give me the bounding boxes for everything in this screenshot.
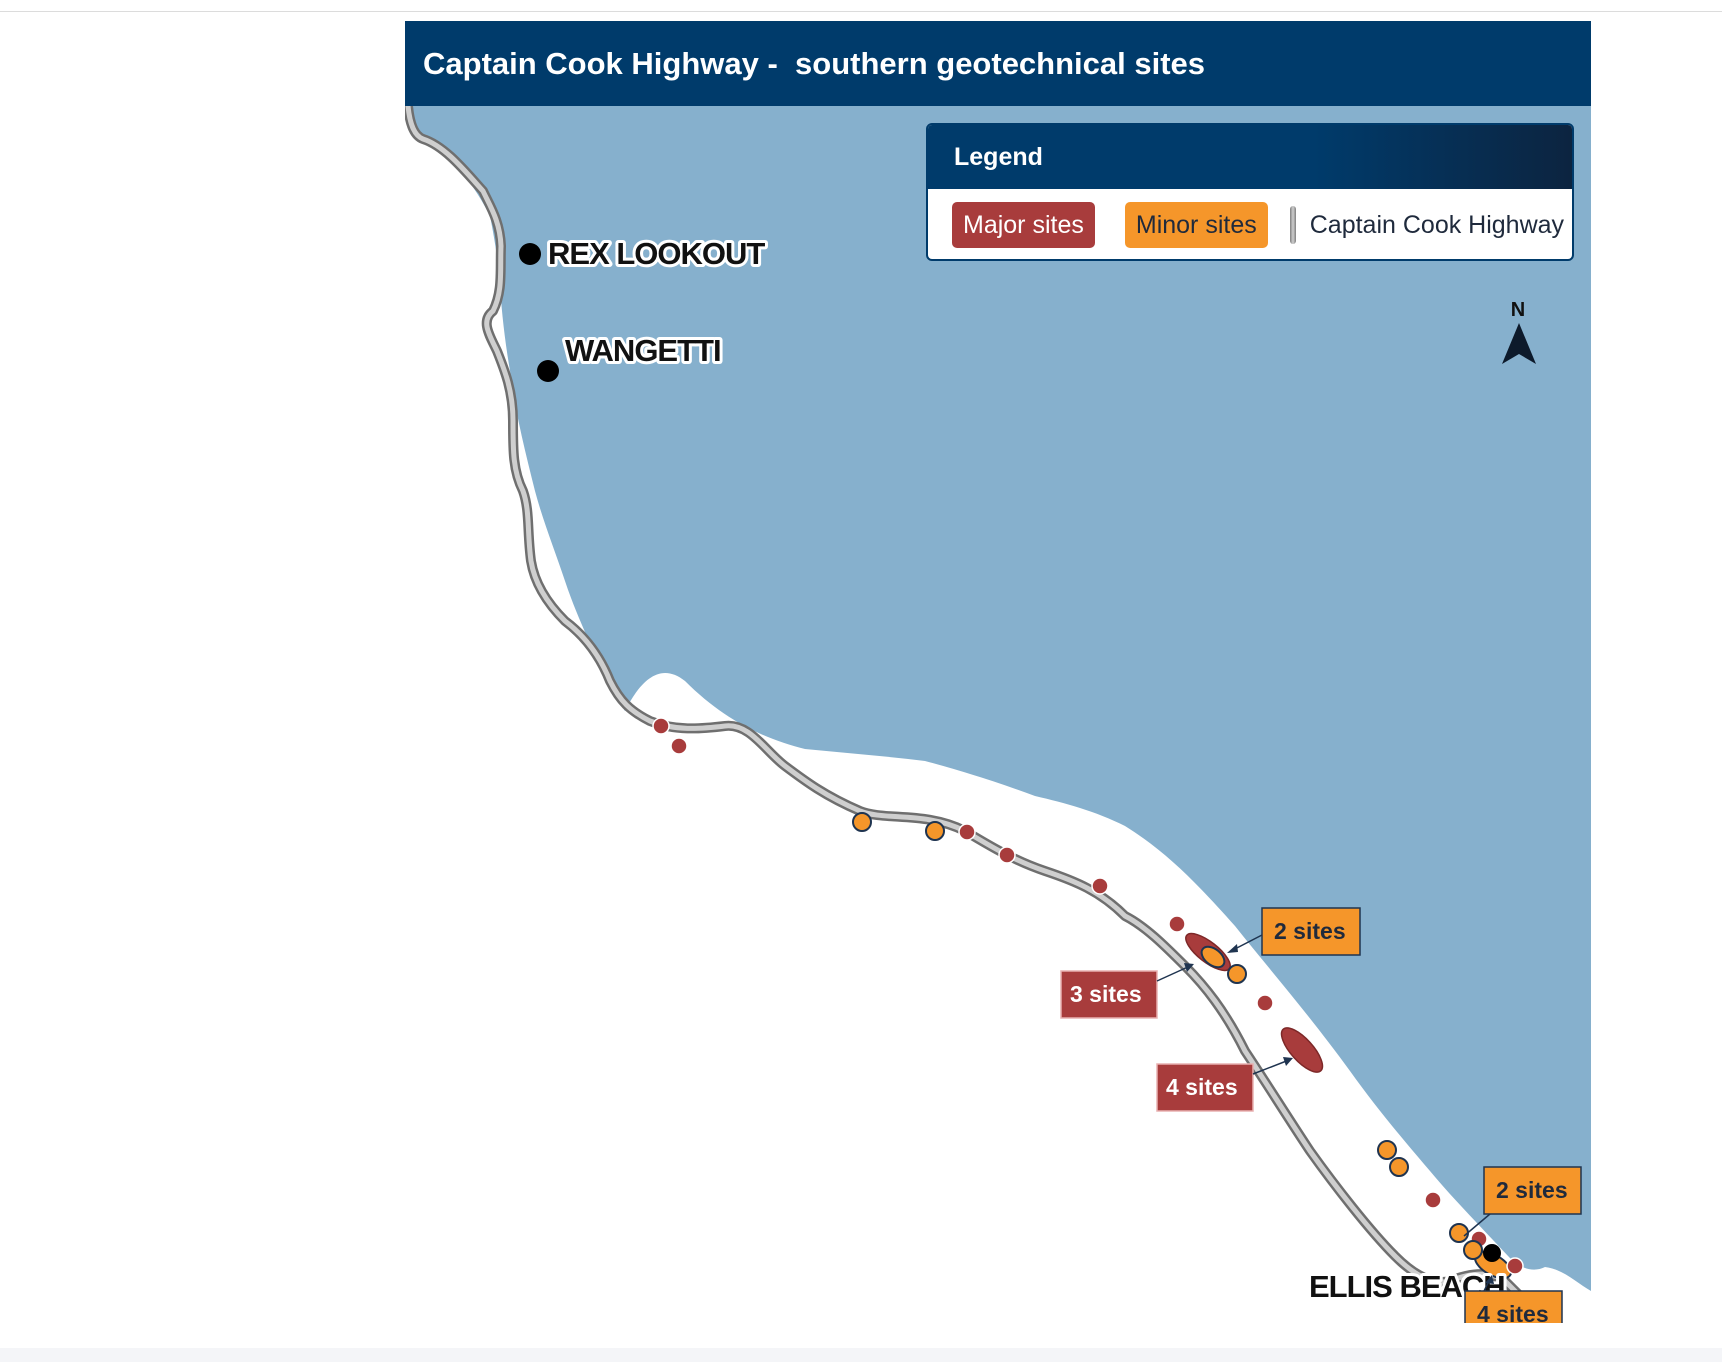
map-card: REX LOOKOUT WANGETTI ELLIS BEACH 2 sites… — [405, 21, 1591, 1323]
north-arrow-icon — [1502, 323, 1536, 364]
highway-line — [405, 103, 1548, 1323]
wangetti-marker — [537, 360, 559, 382]
minor-site[interactable] — [1463, 1240, 1483, 1260]
major-site[interactable] — [670, 737, 688, 755]
major-site[interactable] — [1168, 915, 1186, 933]
title-bar: Captain Cook Highway - southern geotechn… — [405, 21, 1591, 106]
major-sites — [652, 717, 1524, 1275]
minor-site[interactable] — [1389, 1157, 1409, 1177]
legend: Legend Major sites Minor sites Captain C… — [926, 123, 1574, 261]
svg-text:4 sites: 4 sites — [1166, 1074, 1238, 1100]
svg-text:2 sites: 2 sites — [1274, 918, 1346, 944]
minor-site[interactable] — [852, 812, 872, 832]
callout-minor-4-sites-ellis[interactable]: 4 sites — [1464, 1275, 1563, 1323]
major-site-cluster-4[interactable] — [1275, 1022, 1329, 1078]
legend-minor-sites: Minor sites — [1124, 202, 1268, 248]
minor-sites — [852, 812, 1483, 1260]
bottom-strip — [0, 1348, 1722, 1362]
minor-site[interactable] — [1227, 964, 1247, 984]
major-site[interactable] — [652, 717, 670, 735]
callout-minor-2-sites-ellis[interactable]: 2 sites — [1463, 1166, 1582, 1237]
legend-major-sites: Major sites — [952, 202, 1095, 248]
callout-major-3-sites[interactable]: 3 sites — [1060, 963, 1194, 1019]
place-label-rex-lookout: REX LOOKOUT — [548, 236, 765, 271]
minor-site[interactable] — [925, 821, 945, 841]
svg-text:3 sites: 3 sites — [1070, 981, 1142, 1007]
highway-swatch-icon — [1289, 206, 1296, 244]
place-label-wangetti: WANGETTI — [565, 333, 721, 368]
north-arrow: N — [1502, 299, 1536, 364]
legend-highway: Captain Cook Highway — [1309, 210, 1565, 239]
svg-text:4 sites: 4 sites — [1477, 1301, 1549, 1323]
rex-lookout-marker — [519, 243, 541, 265]
top-rule — [0, 0, 1722, 12]
svg-text:2 sites: 2 sites — [1496, 1177, 1568, 1203]
minor-site[interactable] — [1377, 1140, 1397, 1160]
major-site[interactable] — [1424, 1191, 1442, 1209]
sea-area — [405, 106, 1591, 1291]
map-title: Captain Cook Highway - southern geotechn… — [423, 45, 1206, 81]
legend-body: Major sites Minor sites Captain Cook Hig… — [928, 189, 1572, 259]
major-site[interactable] — [1506, 1257, 1524, 1275]
map-canvas: REX LOOKOUT WANGETTI ELLIS BEACH 2 sites… — [405, 101, 1591, 1323]
minor-site-cluster-2[interactable] — [1198, 943, 1228, 972]
ellis-beach-marker — [1483, 1244, 1501, 1262]
callout-major-4-sites[interactable]: 4 sites — [1156, 1057, 1293, 1112]
major-site[interactable] — [998, 846, 1016, 864]
legend-header: Legend — [928, 125, 1572, 189]
major-site[interactable] — [958, 823, 976, 841]
callout-minor-2-sites[interactable]: 2 sites — [1227, 907, 1361, 956]
major-site[interactable] — [1256, 994, 1274, 1012]
major-site[interactable] — [1091, 877, 1109, 895]
north-label: N — [1511, 299, 1525, 321]
legend-title: Legend — [954, 142, 1043, 171]
minor-site[interactable] — [1449, 1223, 1469, 1243]
